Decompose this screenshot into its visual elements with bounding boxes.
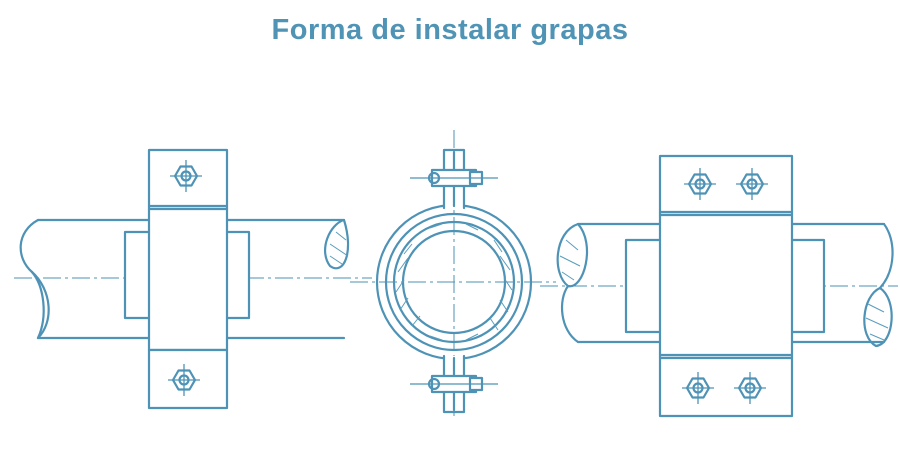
pipe-wall-hatch — [395, 223, 513, 341]
clamp-body — [147, 204, 229, 352]
clamp-flange-bottom — [658, 356, 794, 418]
clamp-ring-inner — [384, 212, 524, 352]
clamp-flange-top — [658, 154, 794, 214]
side-view-double-bolt-clamp — [540, 154, 898, 418]
cross-section-view — [350, 130, 556, 420]
page-title: Forma de instalar grapas — [271, 14, 629, 46]
pipe-wall-outer — [392, 220, 516, 344]
side-view-single-bolt-clamp — [14, 148, 372, 410]
clamp-body — [658, 210, 794, 360]
